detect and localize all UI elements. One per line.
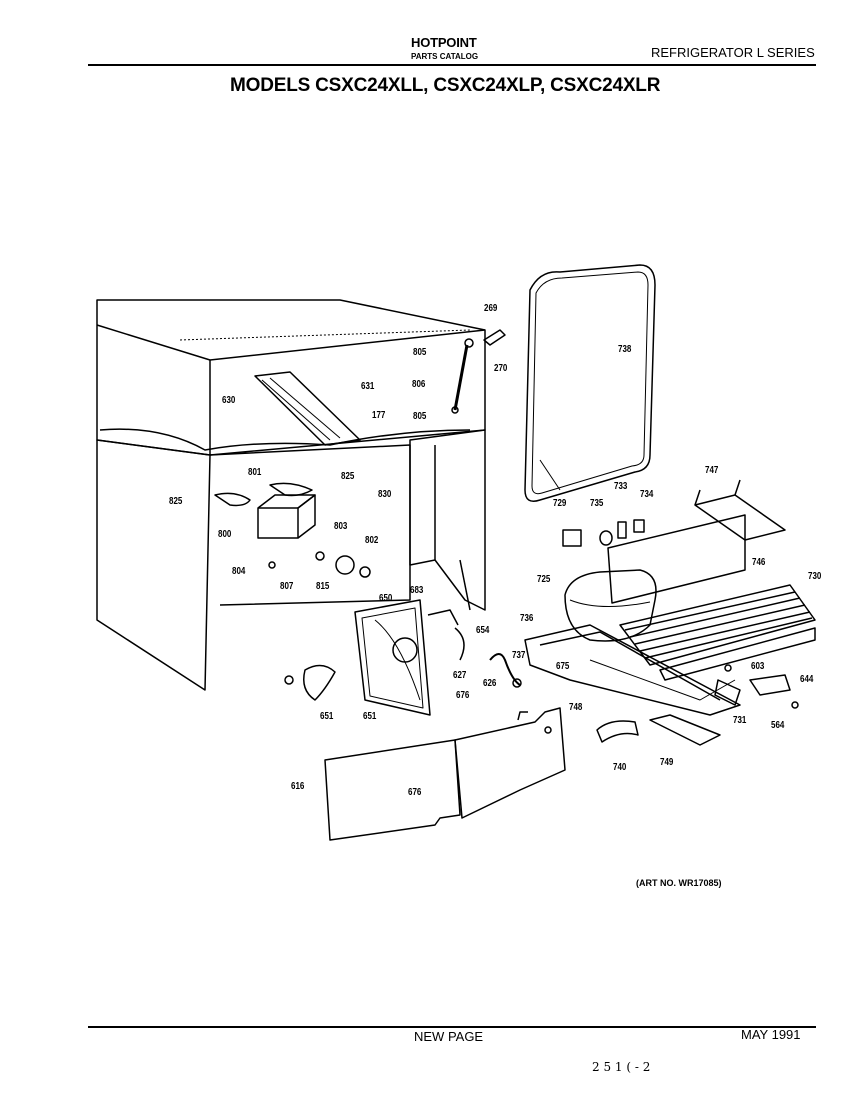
callout-label: 800 <box>218 529 232 540</box>
cabinet-top-inner <box>96 324 486 361</box>
callout-label: 806 <box>412 379 426 390</box>
callout-label: 630 <box>222 395 236 406</box>
condenser-coil <box>619 584 816 681</box>
callout-label: 807 <box>280 581 294 592</box>
series-label: REFRIGERATOR L SERIES <box>651 45 815 60</box>
callout-label: 177 <box>372 410 386 421</box>
callout-label: 805 <box>413 411 427 422</box>
catalog-label: PARTS CATALOG <box>411 52 479 61</box>
callout-label: 737 <box>512 650 526 661</box>
callout-label: 825 <box>169 496 183 507</box>
cabinet-body <box>96 439 211 691</box>
callout-label: 746 <box>752 557 766 568</box>
art-number: (ART NO. WR17085) <box>636 878 722 888</box>
callout-label: 631 <box>361 381 375 392</box>
callout-label: 654 <box>476 625 490 636</box>
callout-label: 650 <box>379 593 393 604</box>
callout-label: 564 <box>771 720 785 731</box>
footer-rule <box>88 1026 816 1028</box>
footer-new-page: NEW PAGE <box>414 1029 484 1044</box>
callout-label: 802 <box>365 535 379 546</box>
callout-label: 729 <box>553 498 567 509</box>
header-rule <box>88 64 816 66</box>
brand-name: HOTPOINT <box>411 35 477 50</box>
callout-label: 748 <box>569 702 583 713</box>
callout-label: 731 <box>733 715 747 726</box>
callout-label: 651 <box>320 711 334 722</box>
callout-label: 269 <box>484 303 498 314</box>
callout-label: 627 <box>453 670 467 681</box>
callout-label: 738 <box>618 344 632 355</box>
base-pan <box>524 624 741 716</box>
callout-label: 603 <box>751 661 765 672</box>
callout-label: 740 <box>613 762 627 773</box>
callout-label: 815 <box>316 581 330 592</box>
page-title: MODELS CSXC24XLL, CSXC24XLP, CSXC24XLR <box>230 75 661 96</box>
callout-label: 725 <box>537 574 551 585</box>
callout-label: 735 <box>590 498 604 509</box>
panel-830 <box>409 429 486 611</box>
callout-label: 616 <box>291 781 305 792</box>
callout-label: 675 <box>556 661 570 672</box>
callout-label: 801 <box>248 467 262 478</box>
callout-label: 676 <box>456 690 470 701</box>
gasket-738 <box>524 264 656 502</box>
handwritten-mark: 2 5 1 ( - 2 <box>592 1060 651 1074</box>
compressor <box>564 569 657 642</box>
callout-label: 730 <box>808 571 822 582</box>
callout-label: 803 <box>334 521 348 532</box>
callout-label: 644 <box>800 674 814 685</box>
callout-label: 736 <box>520 613 534 624</box>
access-cover <box>324 739 461 841</box>
footer-date: MAY 1991 <box>741 1027 801 1042</box>
callout-label: 734 <box>640 489 654 500</box>
callout-label: 749 <box>660 757 674 768</box>
callout-label: 683 <box>410 585 424 596</box>
callout-label: 733 <box>614 481 628 492</box>
callout-label: 626 <box>483 678 497 689</box>
callout-label: 676 <box>408 787 422 798</box>
callout-label: 651 <box>363 711 377 722</box>
callout-label: 804 <box>232 566 246 577</box>
fan-shroud <box>354 599 431 716</box>
callout-label: 825 <box>341 471 355 482</box>
callout-label: 830 <box>378 489 392 500</box>
callout-label: 270 <box>494 363 508 374</box>
callout-label: 805 <box>413 347 427 358</box>
callout-label: 747 <box>705 465 719 476</box>
